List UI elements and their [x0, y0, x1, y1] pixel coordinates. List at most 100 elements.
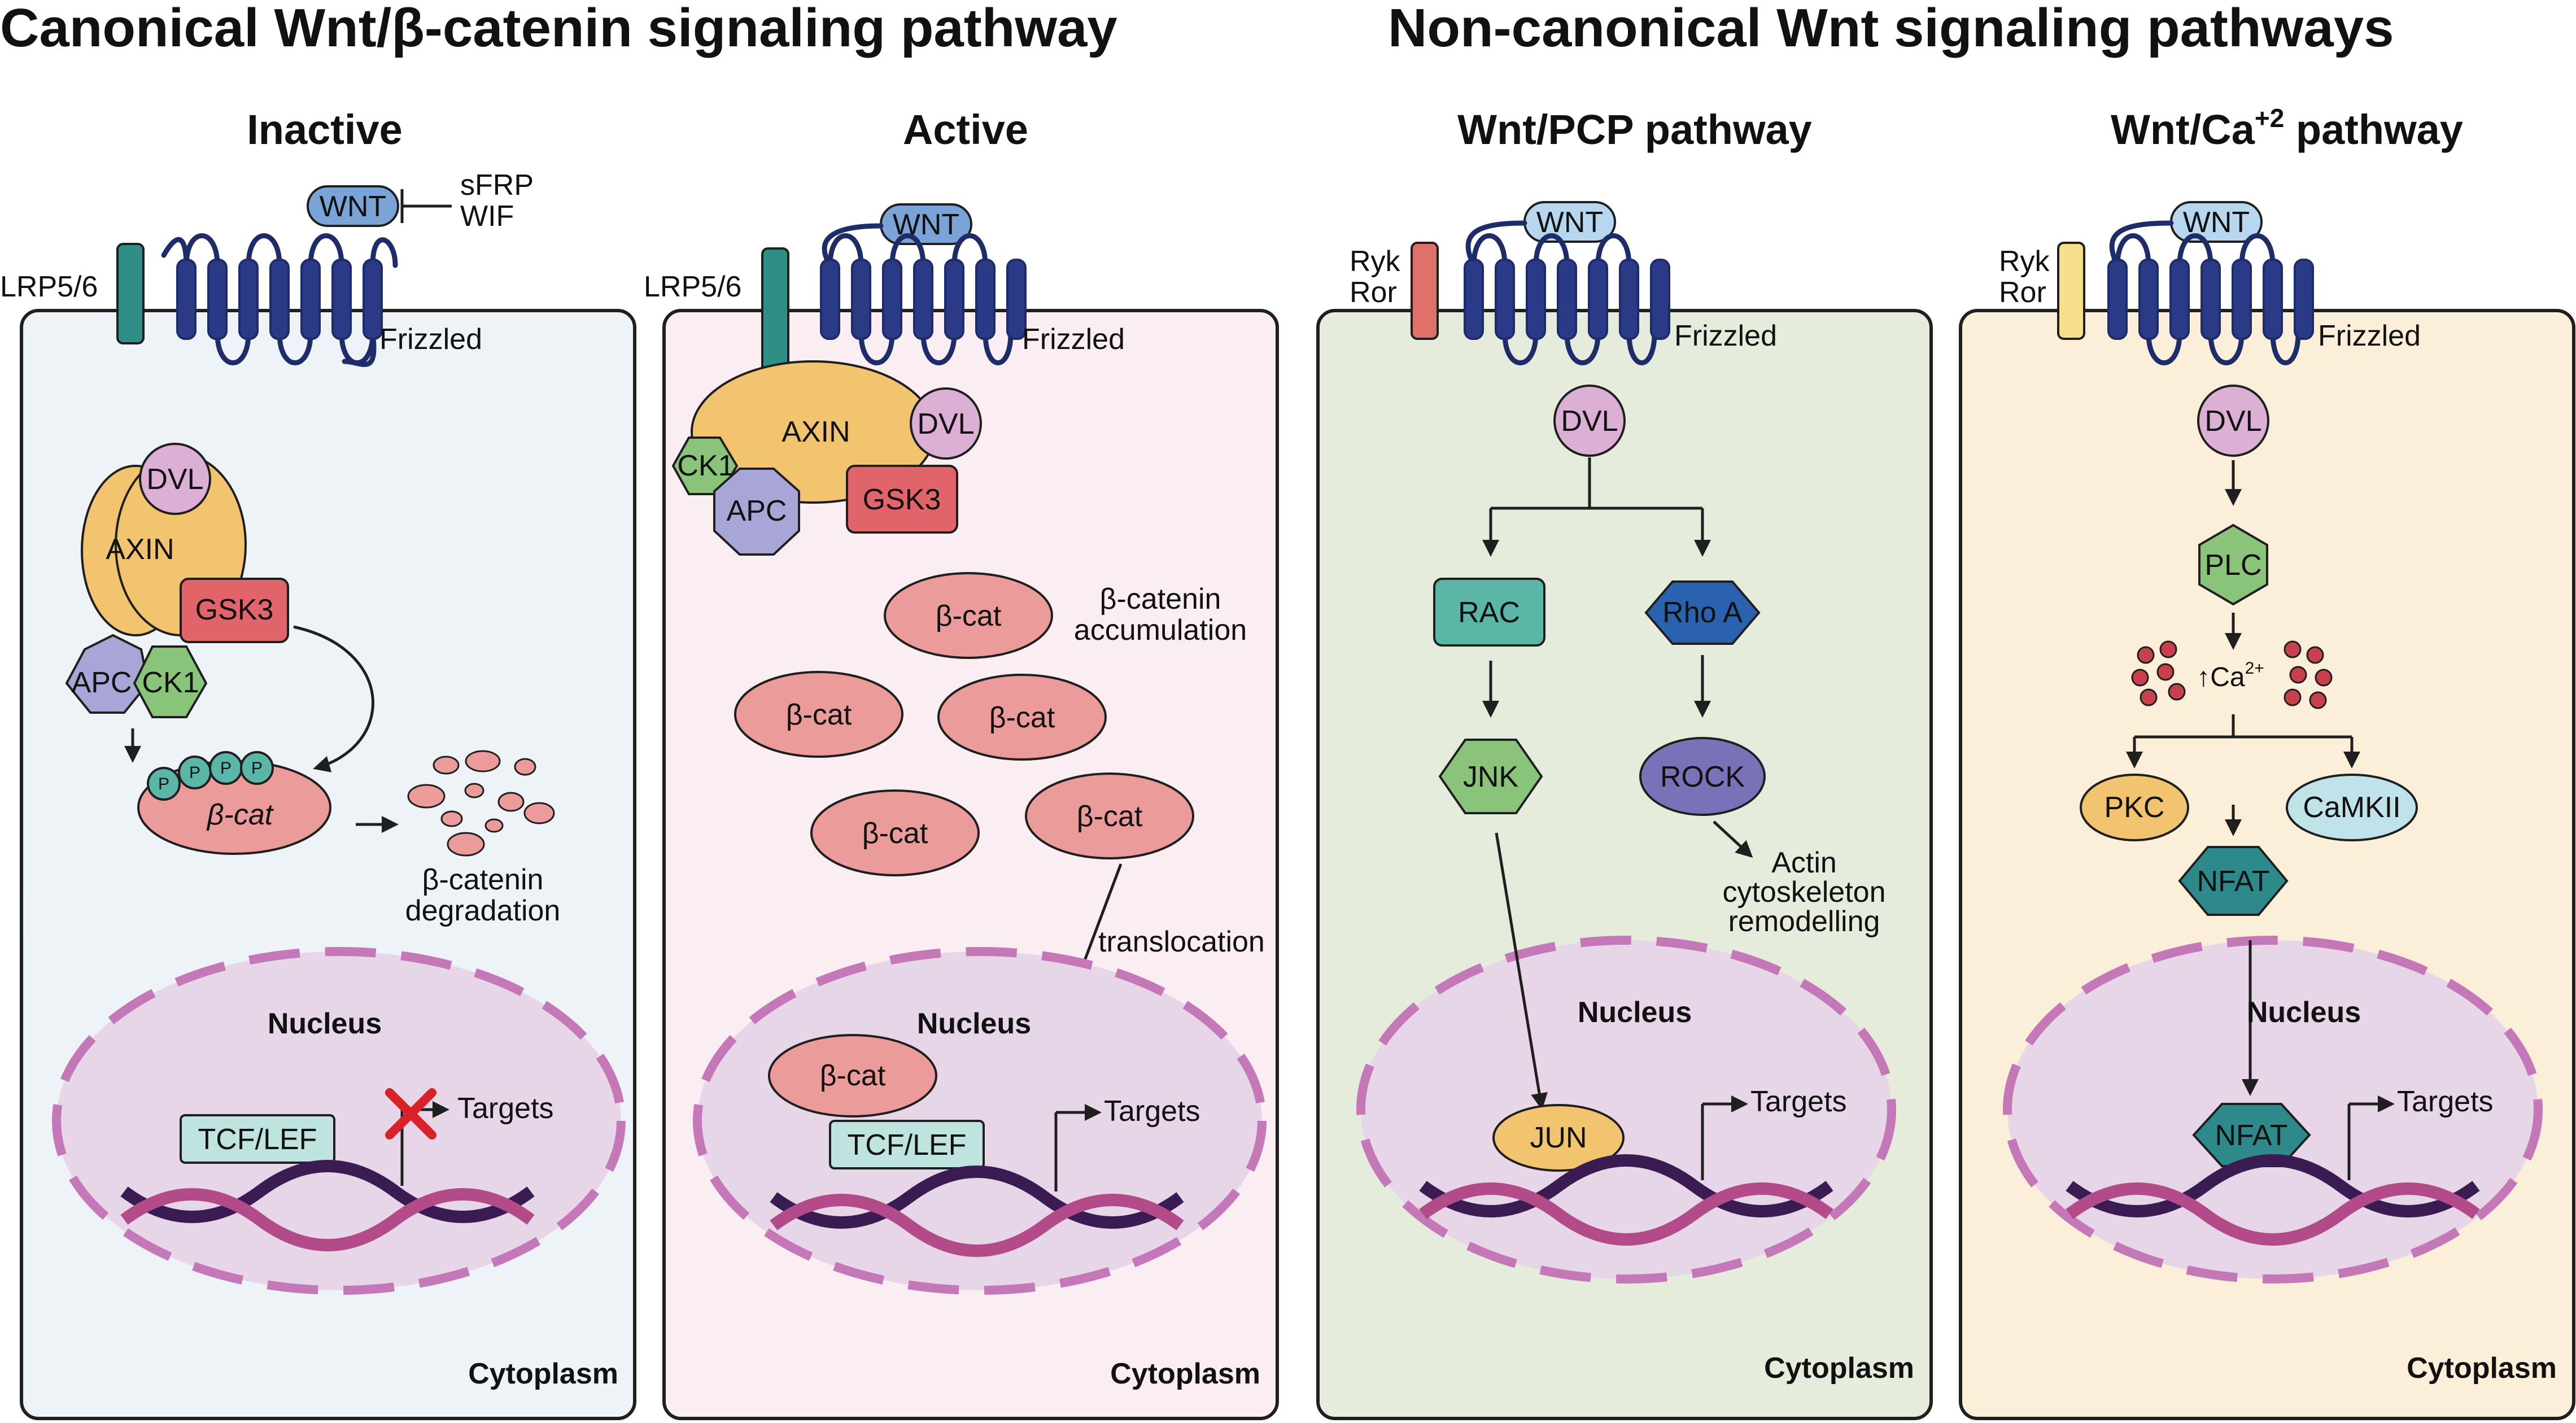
gsk3-label: GSK3 [863, 483, 941, 516]
jnk-protein [1438, 739, 1543, 814]
translocation-label: translocation [1098, 926, 1265, 958]
apc-protein [65, 634, 150, 714]
branch-lines-ca [2134, 714, 2352, 739]
ck1-protein [133, 645, 208, 718]
rac-protein [1433, 578, 1545, 647]
cytoplasm-label-ca: Cytoplasm [2407, 1352, 2557, 1385]
targets-label-active: Targets [1104, 1095, 1200, 1128]
frizzled-label: Frizzled [1022, 323, 1125, 356]
frizzled-label: Frizzled [1674, 320, 1777, 352]
wnt-ligand [307, 185, 399, 227]
actin-label-3: remodelling [1728, 905, 1880, 938]
jun-label: JUN [1530, 1121, 1587, 1154]
apc-protein [713, 468, 800, 556]
dvl-label: DVL [1561, 405, 1618, 438]
nucleus-label-pcp: Nucleus [1578, 996, 1692, 1029]
wnt-label: WNT [1536, 206, 1603, 239]
nucleus-inactive [52, 947, 626, 1295]
frizzled-receptor [2107, 220, 2314, 365]
bcat-label: β-cat [206, 798, 274, 831]
frizzled-label: Frizzled [379, 323, 482, 356]
pkc-label: PKC [2105, 791, 2165, 824]
dvl-protein [1553, 385, 1626, 457]
camkii-protein [2286, 774, 2418, 841]
tcf-lef-active [829, 1120, 985, 1169]
lrp-coreceptor [116, 243, 145, 344]
svg-text:β-cat: β-cat [989, 701, 1055, 734]
degradation-fragments [407, 750, 555, 857]
arrow-gsk3-to-bcat [293, 625, 374, 772]
nfat-protein [2178, 846, 2289, 916]
svg-text:β-cat: β-cat [786, 699, 852, 731]
targets-label-ca: Targets [2397, 1085, 2494, 1118]
nucleus-label-active: Nucleus [917, 1007, 1031, 1040]
frizzled-receptor [161, 233, 398, 367]
plc-protein [2198, 523, 2268, 606]
dvl-label: DVL [2204, 405, 2261, 438]
rock-label: ROCK [1660, 761, 1745, 793]
camkii-label: CaMKII [2303, 791, 2400, 824]
rac-label: RAC [1458, 596, 1520, 629]
phosphate-groups: P P P P [147, 751, 274, 801]
apc-label: APC [727, 495, 787, 527]
tcf-label-active: TCF/LEF [848, 1129, 967, 1162]
nfat-label: NFAT [2197, 865, 2269, 898]
frizzled-receptor [1464, 220, 1670, 365]
dna-active [770, 1166, 1184, 1257]
cytoplasm-label-active: Cytoplasm [1110, 1357, 1260, 1390]
nucleus-label-inactive: Nucleus [268, 1007, 382, 1040]
arrow-jnk-to-jun [1495, 832, 1548, 1110]
targets-label-pcp: Targets [1750, 1085, 1847, 1118]
apc-label: APC [72, 666, 132, 699]
ryk-label: Ryk [1999, 245, 2050, 278]
wif-label: WIF [460, 200, 514, 233]
jnk-label: JNK [1463, 761, 1519, 793]
cytoplasm-label-inactive: Cytoplasm [468, 1357, 618, 1390]
panel-inactive: Inactive WNT sFRP WIF LRP5/6 Frizzled AX… [0, 106, 636, 1420]
rock-protein [1639, 737, 1766, 816]
degradation-label-2: degradation [405, 894, 561, 927]
noncanonical-title: Non-canonical Wnt signaling pathways [1388, 0, 2394, 58]
lrp-label: LRP5/6 [644, 270, 741, 303]
dvl-label: DVL [146, 463, 203, 496]
plc-label: PLC [2204, 549, 2261, 582]
panel-title-inactive: Inactive [247, 106, 403, 153]
sfrp-label: sFRP [460, 169, 534, 202]
nucleus-label-ca: Nucleus [2247, 996, 2361, 1029]
cytoplasm-label-pcp: Cytoplasm [1764, 1352, 1914, 1385]
ryk-label: Ryk [1350, 245, 1401, 278]
bcat-nuclear-label: β-cat [820, 1059, 886, 1092]
axin-label: AXIN [106, 533, 174, 566]
canonical-title: Canonical Wnt/β-catenin signaling pathwa… [0, 0, 1117, 58]
calcium-ions [2131, 640, 2333, 709]
blocked-x-icon [385, 1088, 436, 1140]
ryk-ror-coreceptor [1411, 242, 1439, 340]
ror-label: Ror [1999, 276, 2046, 309]
wnt-label: WNT [320, 190, 386, 223]
dna-ca [2066, 1154, 2480, 1246]
gsk3-protein [180, 578, 289, 643]
ryk-ror-coreceptor [2057, 242, 2085, 340]
svg-text:β-cat: β-cat [1077, 800, 1143, 833]
axin-label: AXIN [781, 416, 850, 448]
lrp-label: LRP5/6 [0, 270, 98, 303]
gsk3-label: GSK3 [195, 593, 274, 626]
svg-text:β-cat: β-cat [936, 600, 1002, 632]
panel-title-active: Active [903, 106, 1028, 153]
degradation-label-1: β-catenin [422, 863, 544, 896]
svg-text:P: P [158, 775, 169, 793]
nfat-nuclear-label: NFAT [2215, 1119, 2287, 1152]
dna-pcp [1419, 1154, 1833, 1246]
accumulation-label-1: β-catenin [1100, 583, 1221, 616]
targets-label-inactive: Targets [457, 1092, 554, 1125]
calcium-label: ↑Ca2+ [2197, 659, 2264, 692]
tcf-label-inactive: TCF/LEF [198, 1123, 317, 1156]
panel-pcp: Wnt/PCP pathway WNT Ryk Ror Frizzled DVL… [1316, 106, 1933, 1420]
gsk3-protein [846, 465, 958, 534]
bcat-accumulated: β-cat β-cat β-cat β-cat β-cat [734, 572, 1194, 876]
frizzled-receptor [820, 223, 1027, 365]
dvl-label: DVL [917, 408, 974, 440]
panel-active: Active WNT LRP5/6 Frizzled AXIN DVL CK1 … [644, 106, 1279, 1420]
svg-text:P: P [251, 759, 263, 778]
ror-label: Ror [1350, 276, 1397, 309]
